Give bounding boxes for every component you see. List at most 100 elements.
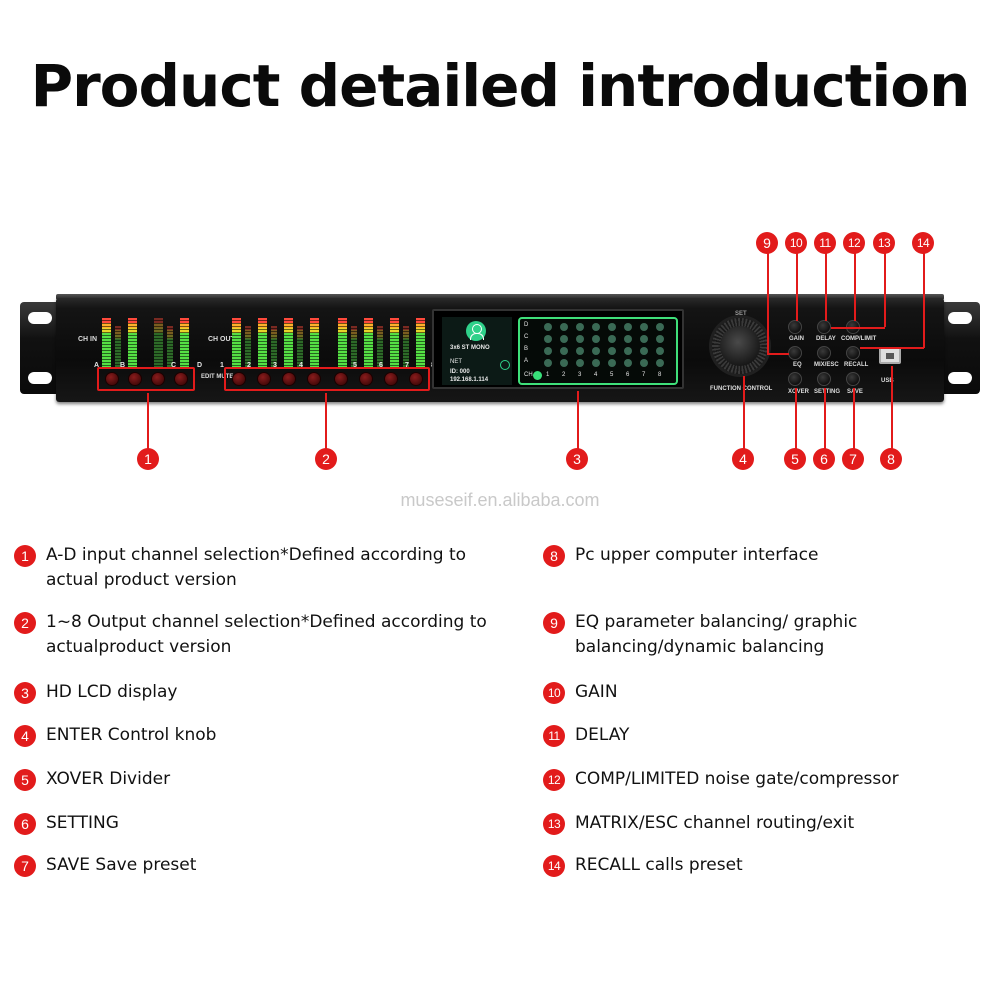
matrix-indicator (576, 335, 584, 343)
callout-badge-12: 12 (843, 232, 865, 254)
legend-text: XOVER Divider (46, 769, 171, 789)
matrix-col-8: 8 (658, 372, 662, 378)
output-button-3[interactable] (282, 372, 296, 386)
legend-text: COMP/LIMITED noise gate/compressor (575, 769, 899, 789)
legend-text: SETTING (46, 813, 119, 833)
input-button-a[interactable] (105, 372, 119, 386)
delay-label: DELAY (816, 336, 836, 342)
usb-port[interactable] (879, 347, 901, 364)
input-meter-a2 (115, 326, 121, 368)
callout-badge-1: 1 (137, 448, 159, 470)
legend-badge: 13 (543, 813, 565, 835)
xover-label: XOVER (788, 389, 810, 395)
output-button-1[interactable] (232, 372, 246, 386)
matrix-indicator (656, 359, 664, 367)
input-button-d[interactable] (174, 372, 188, 386)
legend-badge: 5 (14, 769, 36, 791)
callout-line-13h (831, 327, 885, 329)
recall-label: RECALL (844, 362, 869, 368)
mix-esc-button[interactable] (817, 346, 831, 360)
callout-badge-13: 13 (873, 232, 895, 254)
setting-button[interactable] (817, 372, 831, 386)
output-button-5[interactable] (334, 372, 348, 386)
legend-badge: 4 (14, 725, 36, 747)
output-meter-6b (377, 326, 383, 368)
lcd-status-panel: 3x6 ST MONO NET ID: 000 192.168.1.114 (442, 317, 512, 385)
callout-badge-2: 2 (315, 448, 337, 470)
callout-line-7 (853, 388, 855, 449)
callout-line-14 (923, 253, 925, 348)
matrix-indicator (576, 323, 584, 331)
callout-line-11 (825, 253, 827, 321)
eq-button[interactable] (788, 346, 802, 360)
matrix-indicator (592, 335, 600, 343)
recall-button[interactable] (846, 346, 860, 360)
output-button-7[interactable] (384, 372, 398, 386)
output-meter-7b (403, 326, 409, 368)
output-meter-4 (310, 318, 319, 368)
lcd-ip: 192.168.1.114 (450, 377, 489, 383)
matrix-col-6: 6 (626, 372, 630, 378)
input-meter-d (180, 318, 189, 368)
output-button-2[interactable] (257, 372, 271, 386)
setting-label: SETTING (814, 389, 841, 395)
matrix-col-7: 7 (642, 372, 646, 378)
matrix-indicator (640, 323, 648, 331)
matrix-indicator (608, 347, 616, 355)
output-label-1: 1 (220, 362, 224, 369)
callout-line-13 (884, 253, 886, 327)
output-button-4[interactable] (307, 372, 321, 386)
matrix-col-4: 4 (594, 372, 598, 378)
callout-badge-11: 11 (814, 232, 836, 254)
watermark: museseif.en.alibaba.com (400, 490, 600, 510)
input-meter-c2 (167, 326, 173, 368)
gain-button[interactable] (788, 320, 802, 334)
input-button-c[interactable] (151, 372, 165, 386)
function-control-knob[interactable] (712, 318, 768, 374)
page-title: Product detailed introduction (30, 52, 971, 120)
callout-line-9 (767, 253, 769, 353)
matrix-indicator (544, 359, 552, 367)
output-meter-1 (232, 318, 241, 368)
output-channel-buttons (224, 367, 430, 391)
callout-badge-6: 6 (813, 448, 835, 470)
matrix-indicator (560, 347, 568, 355)
output-button-6[interactable] (359, 372, 373, 386)
output-meter-1b (245, 326, 251, 368)
save-button[interactable] (846, 372, 860, 386)
output-meter-2 (258, 318, 267, 368)
output-meter-3b (297, 326, 303, 368)
input-label-a: A (94, 362, 100, 369)
legend-badge: 3 (14, 682, 36, 704)
output-button-8[interactable] (409, 372, 423, 386)
callout-line-5 (795, 388, 797, 449)
matrix-indicator (544, 347, 552, 355)
matrix-indicator (656, 323, 664, 331)
output-meter-5 (338, 318, 347, 368)
xover-button[interactable] (788, 372, 802, 386)
input-meter-a (102, 318, 111, 368)
matrix-indicator (608, 323, 616, 331)
output-label-3: 3 (273, 362, 277, 369)
lcd-routing-matrix: D C B A CH 1 2 3 4 5 6 7 8 (518, 317, 678, 385)
delay-button[interactable] (817, 320, 831, 334)
input-label-b: B (120, 362, 126, 369)
chassis-top (56, 294, 944, 300)
legend-badge: 9 (543, 612, 565, 634)
legend-badge: 2 (14, 612, 36, 634)
mix-esc-label: MIX/ESC (814, 362, 839, 368)
matrix-col-1: 1 (546, 372, 550, 378)
input-button-b[interactable] (128, 372, 142, 386)
matrix-indicator (576, 359, 584, 367)
matrix-indicator (544, 335, 552, 343)
legend-text: Pc upper computer interface (575, 545, 819, 565)
matrix-indicator (640, 335, 648, 343)
callout-line-8 (891, 366, 893, 449)
callout-badge-8: 8 (880, 448, 902, 470)
matrix-indicator (656, 347, 664, 355)
legend-badge: 7 (14, 855, 36, 877)
matrix-row-a: A (524, 358, 529, 364)
input-label-c: C (171, 362, 177, 369)
legend-text: ENTER Control knob (46, 725, 217, 745)
callout-line-2 (325, 393, 327, 449)
